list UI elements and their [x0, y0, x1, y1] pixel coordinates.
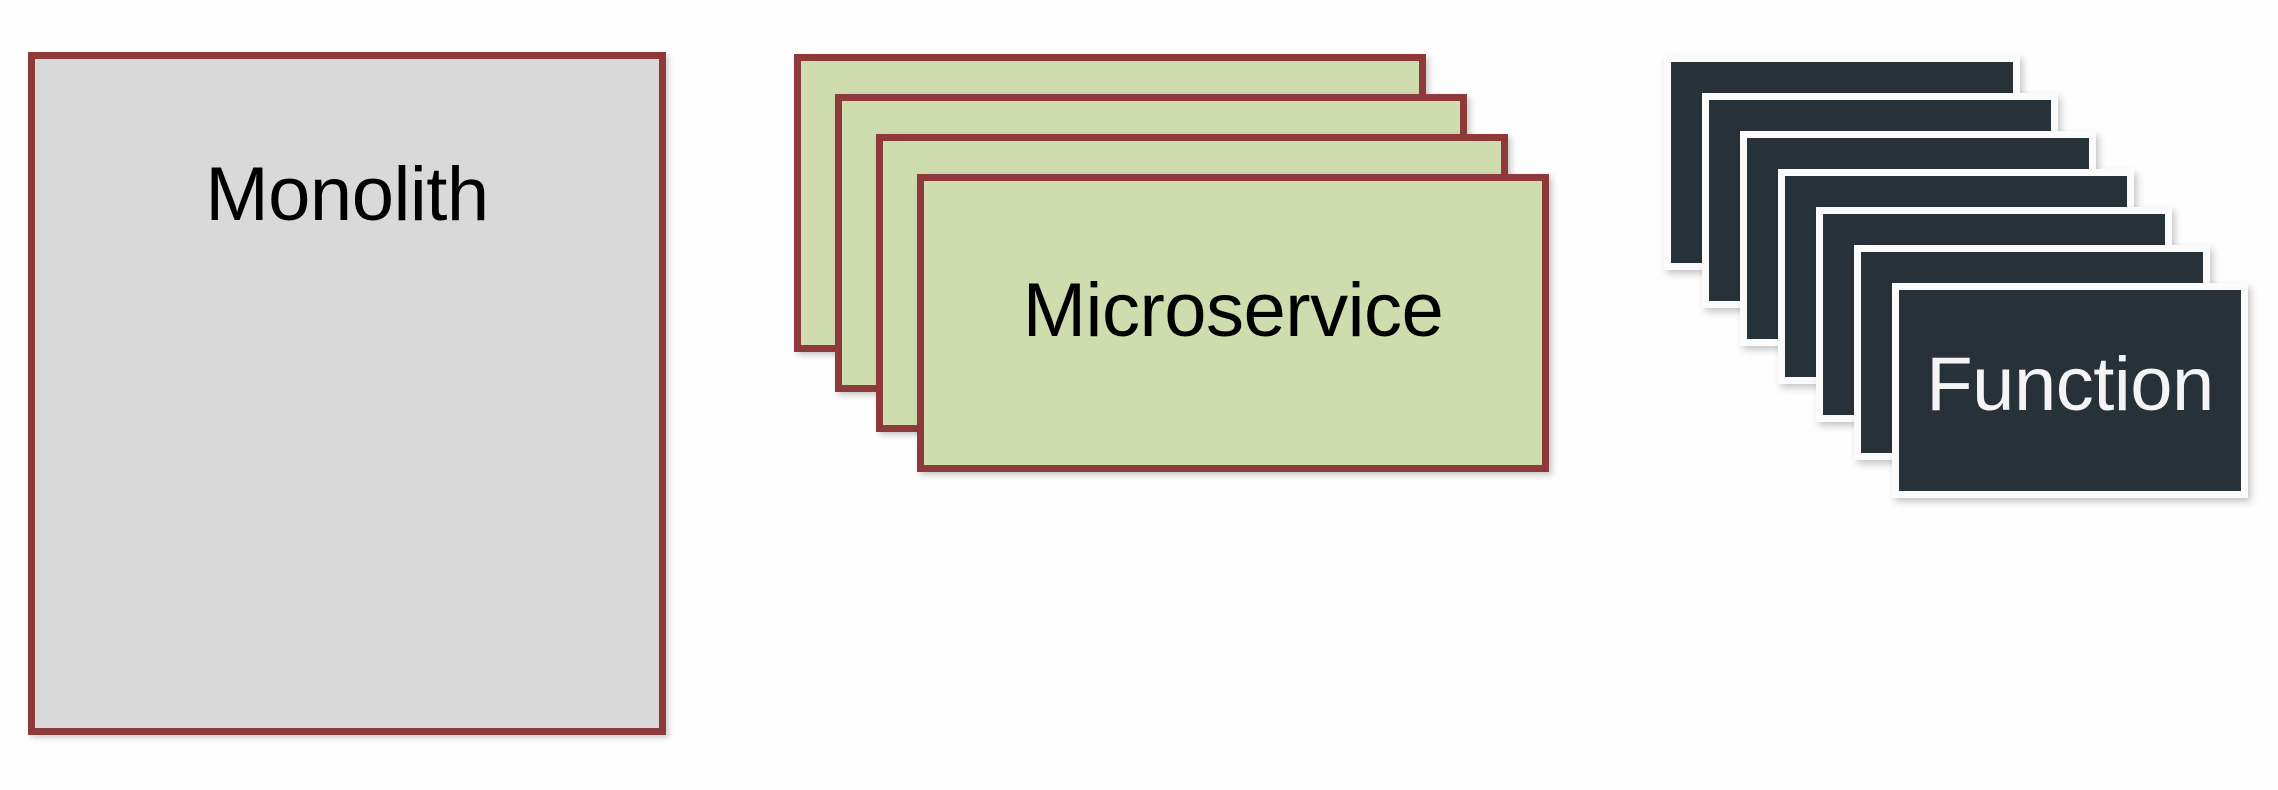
function-card-front[interactable]: Function	[1892, 283, 2248, 498]
microservice-card-front[interactable]: Microservice	[917, 174, 1549, 472]
function-label: Function	[1926, 342, 2214, 427]
microservice-label: Microservice	[1022, 268, 1444, 353]
monolith-box[interactable]: Monolith	[28, 52, 666, 735]
monolith-label: Monolith	[205, 152, 489, 237]
